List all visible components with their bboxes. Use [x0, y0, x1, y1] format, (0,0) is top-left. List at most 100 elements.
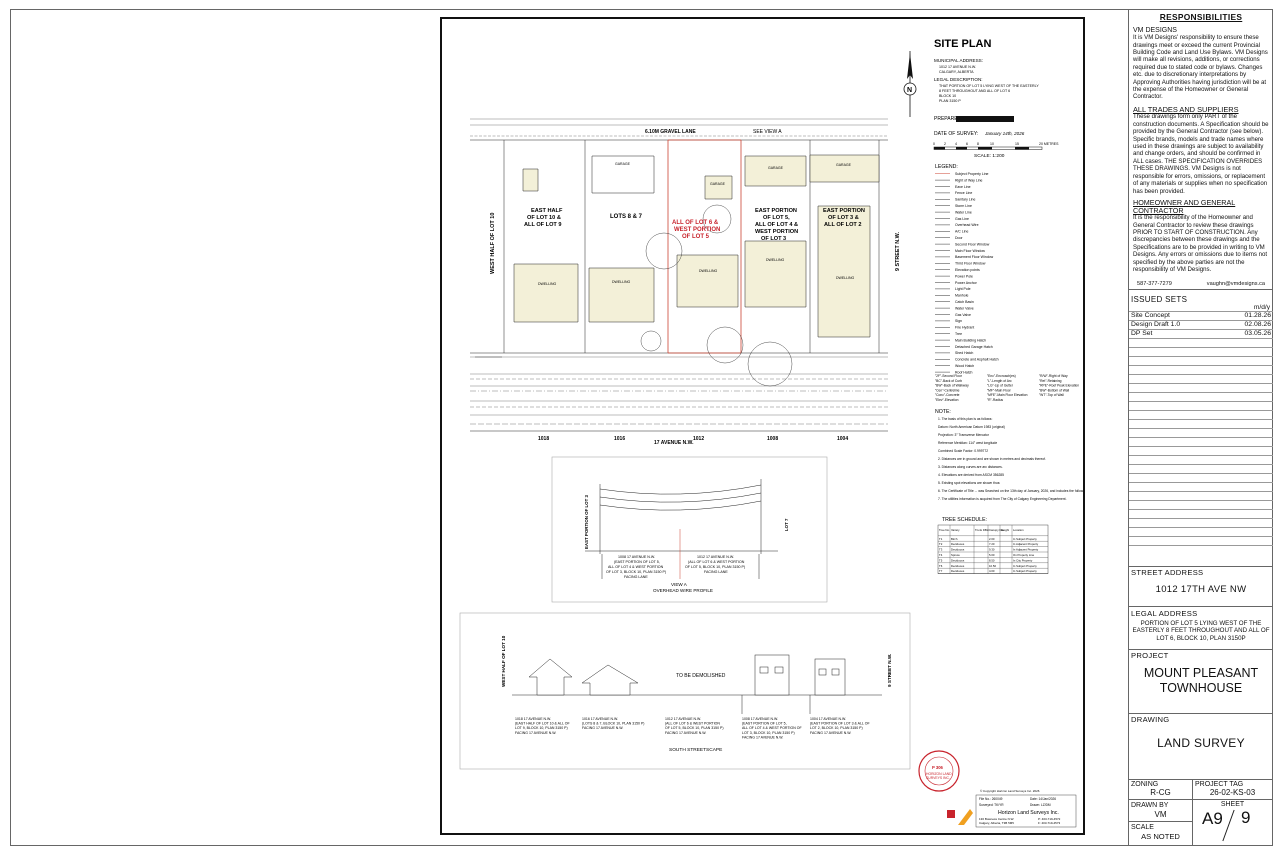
issued-set-row-empty: . [1129, 510, 1273, 520]
dwelling-label: DWELLING [766, 258, 785, 262]
streetscape-right-label: 9 STREET N.W. [887, 654, 892, 687]
issued-set-row-empty: . [1129, 366, 1273, 376]
lot-label-subject: WEST PORTION [674, 227, 720, 233]
view-a-caption-right: FACING LANE [704, 570, 728, 574]
house-number: 1018 [538, 436, 549, 442]
note-line: 6. The Certificate of Title ... was Sear… [938, 489, 1083, 493]
responsibilities-title: RESPONSIBILITIES [1159, 12, 1243, 22]
surveyor-address: 130 Bowness Centre N.W. [979, 817, 1014, 821]
tree-schedule-header: Height [1001, 528, 1009, 532]
legend-item: Wood Hatch [955, 364, 974, 368]
streetscape-caption: 1016 17 AVENUE N.W. [582, 717, 618, 721]
lot-label-east-portion-lot5: WEST PORTION [755, 229, 798, 235]
dwelling-label: DWELLING [699, 269, 718, 273]
legal-address: PORTION OF LOT 5 LYING WEST OF THE EASTE… [1132, 619, 1270, 642]
lot-label-subject: OF LOT 5 [682, 234, 710, 240]
issued-set-row-empty: . [1129, 411, 1273, 421]
lot-label-east-half-lot10: EAST HALF [531, 208, 563, 214]
issued-set-row-empty: . [1129, 420, 1273, 430]
abbreviation: "MFE"-Main Floor Elevation [987, 393, 1028, 397]
legend-item: Catch Basin [955, 300, 974, 304]
issued-set-date: 02.08.26 [1244, 321, 1271, 329]
tree-schedule-cell: Birch [951, 537, 958, 541]
legend-item: Water Valve [955, 306, 974, 310]
lot-label-east-half-lot10: OF LOT 10 & [527, 215, 561, 221]
lot-label-east-portion-lot3: ALL OF LOT 2 [824, 222, 862, 228]
abbreviation: "BW"-Back of Walkway [935, 384, 969, 388]
issued-set-date: 01.28.26 [1244, 312, 1271, 320]
scale-bar: 0 2 4 6 8 10 15 20 METRES SCALE: 1:200 [933, 142, 1059, 159]
legend-item: Gas Valve [955, 313, 971, 317]
issued-set-row-empty: . [1129, 384, 1273, 394]
abbreviation: "Enc"-Encroach(es) [987, 374, 1016, 378]
legend-item: Fire Hydrant [955, 326, 974, 330]
legend-title: LEGEND: [935, 164, 958, 170]
tree-schedule-cell: In City Property [1013, 558, 1033, 562]
legal-description-line: THAT PORTION OF LOT 5 LYING WEST OF THE … [939, 84, 1039, 88]
streetscape-caption: 1018 17 AVENUE N.W. [515, 717, 551, 721]
house-number: 1016 [614, 436, 625, 442]
sheet-number: A9 [1202, 809, 1223, 828]
lot-label-east-portion-lot5: OF LOT 5, [763, 215, 790, 221]
tree-schedule-cell: T5 [939, 558, 943, 562]
tree-schedule-cell: Deciduous [951, 542, 965, 546]
streetscape-caption: 1008 17 AVENUE N.W. [742, 717, 778, 721]
note-line: 1. The basis of this plan is as follows: [938, 417, 992, 421]
legend-item: Door [955, 236, 963, 240]
scale-tick-label: 6 [966, 142, 968, 146]
legend-item: Right of Way Line [955, 178, 983, 182]
tree-schedule-cell: 2.00 [989, 537, 995, 541]
drawn-by-label: DRAWN BY [1131, 802, 1169, 809]
view-a-caption-left: FACING LANE [624, 575, 648, 579]
note-line: Reference Meridian: 114° west longitude [938, 441, 997, 445]
tree-schedule-cell: T7 [939, 569, 943, 573]
lot-label-east-portion-lot5: OF LOT 3 [761, 236, 786, 242]
streetscape-caption: OF LOT 5, BLOCK 10, PLAN 3150 P) [665, 726, 724, 730]
tree-schedule-cell: 8.50 [989, 558, 995, 562]
scale-tick-label: 20 METRES [1039, 142, 1059, 146]
tree-schedule-header: Trunk DBH [975, 528, 989, 532]
surveyor-logo [958, 809, 973, 825]
legend-item: Water Line [955, 210, 972, 214]
note-line: 4. Elevations are derived from ASCM 3562… [938, 473, 1004, 477]
issued-set-row-empty: . [1129, 474, 1273, 484]
issued-set-row-empty: . [1129, 339, 1273, 349]
issued-set-row-empty: . [1129, 447, 1273, 457]
legal-address-label: LEGAL ADDRESS [1131, 609, 1198, 618]
sheet-label: SHEET [1220, 801, 1245, 808]
project-label: PROJECT [1131, 651, 1169, 660]
municipal-address-label: MUNICIPAL ADDRESS: [934, 58, 983, 63]
scale-tick-label: 0 [933, 142, 935, 146]
tree-schedule-cell: T1 [939, 537, 943, 541]
surveyor-phone: F: 403-719-4573 [1038, 821, 1061, 825]
tree-schedule-cell: Deciduous [951, 569, 965, 573]
north-label: N [907, 87, 912, 94]
streetscape-caption: FACING 17 AVENUE N.W. [582, 726, 623, 730]
tree-schedule-cell: 9.30 [989, 548, 995, 552]
issued-set-row-empty: . [1129, 357, 1273, 367]
issued-sets-date-header: m/d/y [1129, 304, 1273, 313]
scale-tick-label: 10 [990, 142, 994, 146]
issued-set-row-empty: . [1129, 492, 1273, 502]
legend-item: Sanitary Line [955, 198, 975, 202]
legend-item: Overhead Wire [955, 223, 979, 227]
vm-email[interactable]: vaughn@vmdesigns.ca [1206, 281, 1265, 288]
tree-schedule-cell: On Property Line [1013, 553, 1035, 557]
tree-schedule-cell: T6 [939, 564, 943, 568]
legend-item: Roof Hatch [955, 370, 973, 374]
streetscape-caption: 1012 17 AVENUE N.W. [665, 717, 701, 721]
tree-schedule-cell: T4 [939, 553, 943, 557]
date-of-survey-label: DATE OF SURVEY: [934, 131, 978, 137]
scale-value: AS NOTED [1141, 832, 1180, 841]
abbreviation: "R"-Radius [987, 398, 1003, 402]
abbreviation: "RPE"-Roof Peak Elevation [1039, 384, 1079, 388]
dwelling-label: DWELLING [538, 282, 557, 286]
view-a-caption-left: 1008 17 AVENUE N.W. [618, 555, 655, 559]
streetscape-caption: (EAST HALF OF LOT 10 & ALL OF [515, 722, 570, 726]
legal-description-label: LEGAL DESCRIPTION: [934, 77, 983, 82]
legal-description-line: 8 FEET THROUGHOUT AND ALL OF LOT 6 [939, 89, 1010, 93]
abbreviation: "Elev"-Elevation [935, 398, 959, 402]
streetscape-caption: ALL OF LOT 4 & WEST PORTION OF [742, 726, 802, 730]
